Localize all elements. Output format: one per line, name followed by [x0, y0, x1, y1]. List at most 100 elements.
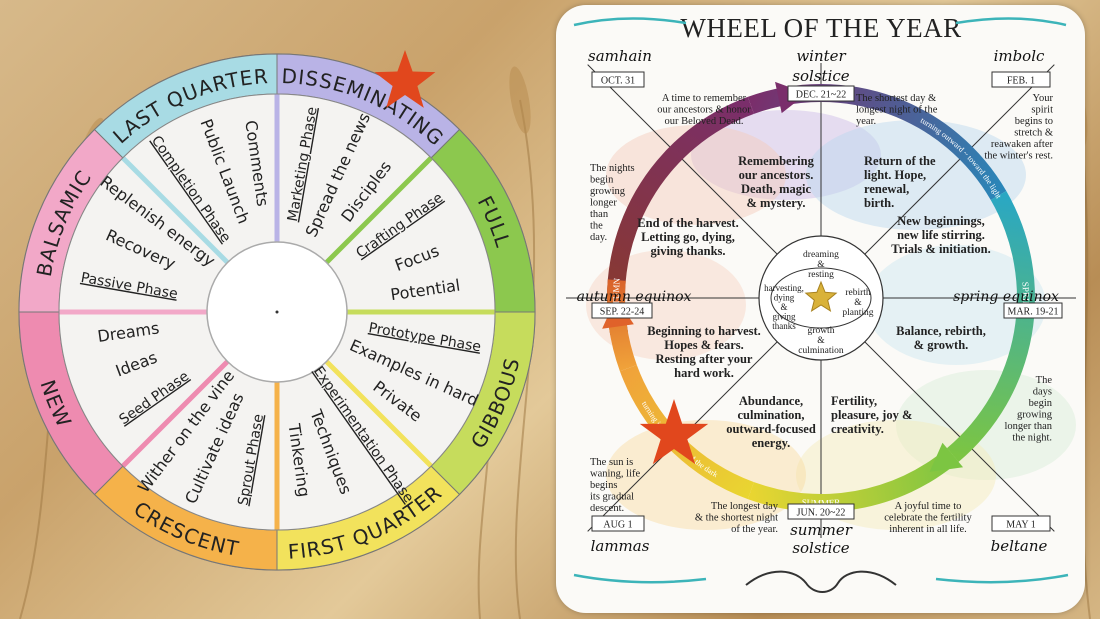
sabbat-desc: the [590, 221, 603, 232]
sabbat-desc: its gradual [590, 492, 634, 503]
date-box [591, 71, 645, 88]
season-label-spring: SPRING [1020, 281, 1031, 315]
center-label-right: planting [842, 308, 873, 318]
segment-description: culmination, [737, 408, 804, 422]
sabbat-desc: begins [590, 480, 617, 491]
sabbat-desc: The shortest day & [856, 93, 936, 104]
sabbat-desc: the winter's rest. [984, 151, 1053, 162]
sabbat-desc: day. [590, 232, 607, 243]
date-box [787, 85, 855, 102]
center-label-left: giving [772, 312, 796, 322]
segment-description: Trials & initiation. [891, 242, 990, 256]
sabbat-desc: spirit [1031, 105, 1053, 116]
sabbat-desc: begin [1029, 398, 1053, 409]
sabbat-desc: inherent in all life. [889, 524, 967, 535]
sabbat-desc: celebrate the fertility [884, 513, 972, 524]
segment-description: renewal, [864, 182, 909, 196]
sabbat-date: AUG 1 [603, 520, 632, 531]
segment-description: our ancestors. [739, 168, 814, 182]
sabbat-desc: longer [590, 198, 617, 209]
date-box [991, 71, 1051, 88]
center-label-bottom: growth [808, 326, 835, 336]
sabbat-name-autumn: autumn equinox [577, 289, 692, 305]
inner-ring-border [58, 93, 496, 531]
segment-description: Balance, rebirth, [896, 324, 986, 338]
phase-segment [326, 312, 495, 467]
date-box [1003, 302, 1063, 319]
sabbat-date: FEB. 1 [1007, 76, 1035, 87]
sabbat-desc: longest night of the [856, 105, 938, 116]
segment-description: light. Hope, [864, 168, 926, 182]
sabbat-desc: our Beloved Dead. [664, 116, 743, 127]
segment-description: Return of the [864, 154, 936, 168]
segment-divider [121, 156, 230, 265]
segment-description: giving thanks. [650, 244, 725, 258]
season-arc [619, 365, 754, 500]
segment-description: Letting go, dying, [641, 230, 735, 244]
segment-description: outward-focused [726, 422, 816, 436]
phase-segment [58, 312, 228, 467]
sabbat-desc: begins to [1015, 116, 1053, 127]
segment-description: Remembering [738, 154, 814, 168]
phase-segment [326, 157, 495, 312]
segment-divider [324, 156, 433, 265]
phase-segment [277, 94, 432, 263]
center-label-left: thanks [772, 321, 796, 331]
segment-description: pleasure, joy & [831, 408, 912, 422]
season-arc [946, 191, 1035, 462]
phase-segment [122, 361, 277, 530]
sabbat-name-winter: winter [796, 47, 846, 65]
sabbat-desc: The [1036, 375, 1053, 386]
sabbat-desc: The nights [590, 163, 635, 174]
center-inner-ring [770, 267, 872, 329]
watercolor-wash [866, 245, 1046, 365]
sabbat-desc: longer than [1004, 421, 1052, 432]
segment-description: energy. [752, 436, 791, 450]
sabbat-desc: growing [590, 186, 626, 197]
sabbat-desc: growing [1017, 410, 1053, 421]
center-dot [275, 310, 279, 314]
sabbat-desc: & the shortest night [695, 513, 778, 524]
segment-description: birth. [864, 196, 894, 210]
sabbat-name-spring: spring equinox [953, 289, 1059, 305]
center-label-left: harvesting, [764, 283, 804, 293]
sabbat-date: JUN. 20~22 [797, 508, 846, 519]
sabbat-desc: A time to remember [662, 93, 747, 104]
phase-segment [122, 94, 277, 263]
wheel-of-the-year-card: WHEEL OF THE YEARWINTERSPRINGSUMMERAUTUM… [556, 5, 1085, 613]
sabbat-desc: descent. [590, 503, 624, 514]
segment-description: Resting after your [656, 352, 753, 366]
sabbat-desc: waning, life [590, 469, 640, 480]
date-box [787, 503, 855, 520]
segment-description: Beginning to harvest. [647, 324, 761, 338]
bottom-flourish [573, 573, 707, 584]
segment-divider [324, 359, 433, 468]
sabbat-name-beltane: beltane [991, 537, 1048, 555]
arrowhead-icon [929, 442, 964, 472]
phase-segment [59, 157, 228, 312]
season-arc [747, 84, 1007, 200]
segment-description: new life stirring. [897, 228, 985, 242]
sabbat-date: MAR. 19-21 [1007, 307, 1058, 318]
sabbat-desc: begin [590, 175, 614, 186]
segment-description: Fertility, [831, 394, 877, 408]
sabbat-name-winter: solstice [792, 67, 849, 85]
watercolor-wash [691, 110, 881, 200]
date-box [591, 515, 645, 532]
segment-description: hard work. [674, 366, 734, 380]
segment-description: End of the harvest. [637, 216, 738, 230]
star-icon [374, 50, 436, 108]
sabbat-name-lammas: lammas [591, 537, 650, 555]
segment-description: Hopes & fears. [664, 338, 744, 352]
gold-star-icon [804, 280, 838, 312]
segment-description: creativity. [831, 422, 884, 436]
segment-description: Abundance, [739, 394, 803, 408]
center-label-left: dying [774, 293, 795, 303]
sabbat-desc: our ancestors & honor [657, 105, 751, 116]
center-label-right: & [854, 298, 862, 308]
scroll-ornament [745, 570, 897, 593]
sabbat-desc: of the year. [731, 524, 778, 535]
sabbat-desc: days [1033, 387, 1052, 398]
center-label-left: & [780, 302, 787, 312]
